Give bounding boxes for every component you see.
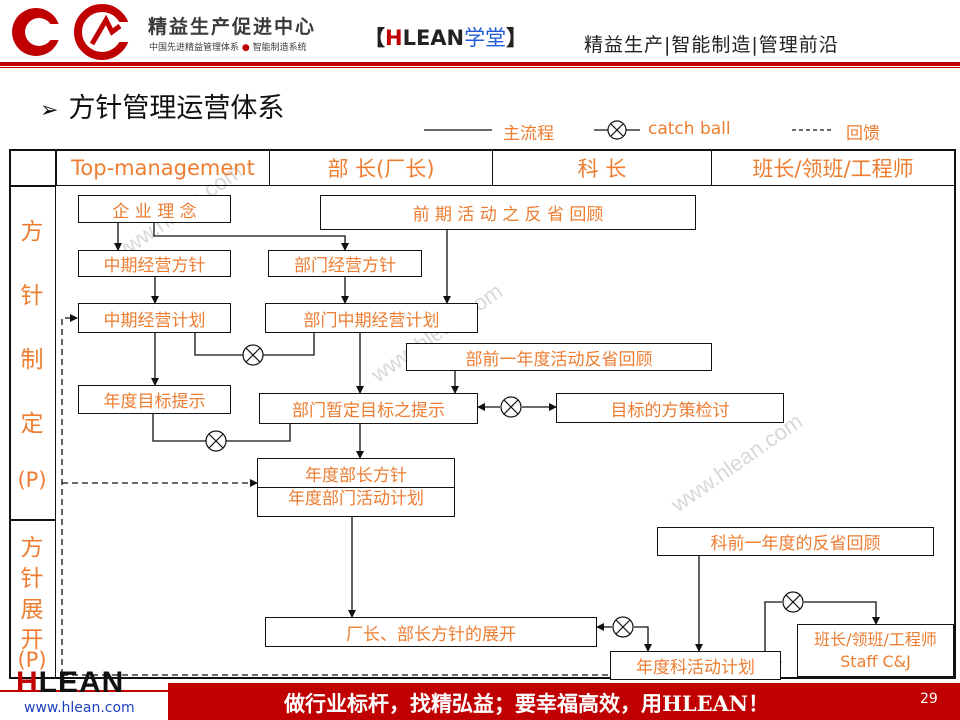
legend-feedback: 回馈 bbox=[846, 124, 880, 144]
box-dept-policy: 部门经营方针 bbox=[268, 250, 422, 277]
org-name: 精益生产促进中心 bbox=[148, 16, 317, 38]
header-divider-thin bbox=[0, 67, 960, 68]
legend-catch-ball: catch ball bbox=[648, 119, 731, 139]
box-target-measures: 目标的方策检讨 bbox=[556, 393, 784, 423]
box-mid-term-policy: 中期经营方针 bbox=[78, 250, 231, 277]
side-column-planning bbox=[9, 186, 56, 520]
side-label-planning-2: 针 bbox=[20, 283, 44, 309]
legend-catch-ball-icon bbox=[607, 120, 627, 140]
brand-bracket-close: 】 bbox=[506, 26, 528, 50]
side-label-deploy-1: 方 bbox=[20, 535, 44, 561]
org-sub-right: 智能制造系统 bbox=[252, 43, 307, 53]
side-label-planning-5: (P) bbox=[17, 468, 47, 492]
box-dept-last-year-review: 部前一年度活动反省回顾 bbox=[406, 343, 712, 371]
catch-ball-link-4b bbox=[634, 626, 652, 652]
side-label-deploy-2: 针 bbox=[20, 566, 44, 592]
page-title-text: 方针管理运营体系 bbox=[68, 93, 285, 124]
column-header-top-management: Top-management bbox=[56, 150, 270, 186]
corner-cell bbox=[9, 150, 56, 186]
box-section-last-year-review: 科前一年度的反省回顾 bbox=[657, 527, 934, 556]
catch-ball-link-1b bbox=[263, 333, 315, 356]
header-tagline: 精益生产|智能制造|管理前沿 bbox=[584, 34, 839, 56]
side-label-planning-4: 定 bbox=[20, 411, 44, 437]
brand-lean: LEAN bbox=[402, 26, 465, 50]
box-staff-sub: Staff C&J bbox=[840, 651, 911, 671]
catch-ball-link-1 bbox=[194, 333, 243, 356]
brand-bracket-open: 【 bbox=[364, 26, 385, 50]
footer-logo-h: H bbox=[16, 666, 39, 699]
footer-bar bbox=[168, 683, 960, 720]
box-annual-target: 年度目标提示 bbox=[78, 385, 231, 414]
box-annual-dept-policy: 年度部长方针 年度部门活动计划 bbox=[257, 458, 455, 517]
brand-label: 【HLEAN学堂】 bbox=[364, 22, 527, 52]
side-label-deploy-5: (P) bbox=[17, 648, 47, 672]
footer-url[interactable]: www.hlean.com bbox=[24, 700, 135, 716]
column-header-section-chief: 科 长 bbox=[492, 150, 712, 186]
legend-lines bbox=[424, 120, 832, 140]
side-label-planning-3: 制 bbox=[20, 347, 44, 373]
side-label-deploy-4: 开 bbox=[20, 627, 44, 653]
footer-divider bbox=[0, 690, 168, 692]
header-divider bbox=[0, 62, 960, 66]
box-corporate-philosophy: 企 业 理 念 bbox=[78, 195, 231, 223]
box-dept-mid-plan: 部门中期经营计划 bbox=[265, 303, 478, 333]
org-sub-separator: ● bbox=[241, 43, 250, 53]
catch-ball-icon bbox=[612, 616, 634, 638]
catch-ball-link-2b bbox=[226, 424, 291, 442]
footer-logo: HLEAN bbox=[16, 666, 124, 700]
brand-xuetang: 学堂 bbox=[464, 26, 507, 50]
catch-ball-link-5b bbox=[804, 601, 880, 625]
catch-ball-icon bbox=[782, 591, 804, 613]
column-header-team-leader: 班长/领班/工程师 bbox=[711, 150, 955, 186]
feedback-dashed-line-1 bbox=[61, 314, 78, 675]
brand-h: H bbox=[385, 26, 403, 50]
box-staff-title: 班长/领班/工程师 bbox=[814, 629, 937, 649]
side-label-deploy-3: 展 bbox=[20, 597, 44, 623]
box-section-annual-plan: 年度科活动计划 bbox=[610, 651, 781, 680]
arrow-philosophy-to-dept-policy bbox=[153, 223, 349, 251]
box-policy-deployment: 厂长、部长方针的展开 bbox=[265, 617, 597, 647]
box-dept-provisional-target: 部门暂定目标之提示 bbox=[259, 393, 478, 424]
org-sub-left: 中国先进精益管理体系 bbox=[149, 43, 240, 53]
catch-ball-icon bbox=[205, 430, 227, 452]
org-subtitle: 中国先进精益管理体系 ● 智能制造系统 bbox=[149, 40, 307, 53]
catch-ball-icon bbox=[242, 344, 264, 366]
box-annual-dept-policy-title: 年度部长方针 bbox=[258, 465, 454, 488]
legend-main-flow: 主流程 bbox=[503, 124, 554, 144]
side-label-planning-1: 方 bbox=[20, 219, 44, 245]
catch-ball-icon bbox=[500, 396, 522, 418]
title-arrow-icon: ➢ bbox=[40, 98, 59, 123]
page-number: 29 bbox=[920, 691, 938, 707]
box-annual-dept-plan: 年度部门活动计划 bbox=[288, 489, 424, 509]
logo-c-icon bbox=[12, 4, 136, 60]
page-title: ➢ 方针管理运营体系 bbox=[40, 86, 284, 125]
box-mid-term-plan: 中期经营计划 bbox=[78, 303, 231, 333]
catch-ball-link-2 bbox=[152, 414, 206, 442]
box-previous-review: 前 期 活 动 之 反 省 回顾 bbox=[320, 195, 696, 230]
box-staff: 班长/领班/工程师 Staff C&J bbox=[797, 624, 954, 677]
side-column-deployment bbox=[9, 520, 56, 679]
footer-logo-rest: LEAN bbox=[38, 666, 125, 699]
footer-slogan: 做行业标杆，找精弘益；要幸福高效，用HLEAN！ bbox=[284, 691, 770, 716]
